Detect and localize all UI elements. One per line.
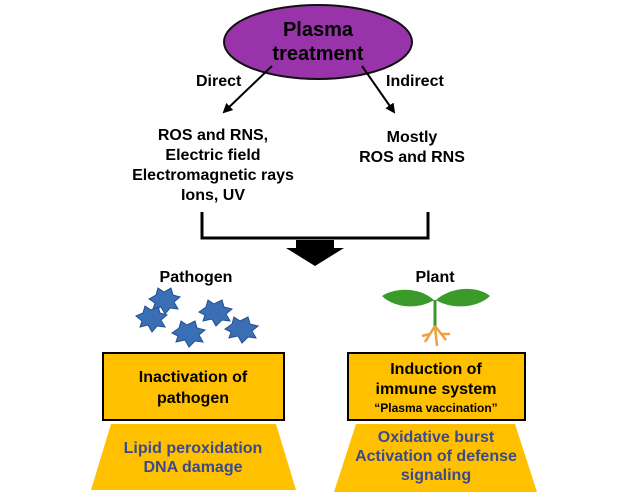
plasma-treatment-line1: Plasma [283,19,354,41]
plant-effect-1: Oxidative burst [378,429,495,446]
indirect-item-2: ROS and RNS [359,149,465,166]
pathogen-box-line1: Inactivation of [139,369,248,386]
merge-down-arrow [286,240,344,266]
indirect-label: Indirect [386,73,444,90]
pathogen-effects-trapezoid [91,424,296,490]
plant-outcome-box [347,352,526,421]
plant-box-line2: immune system [376,381,497,398]
left-leaf [382,289,434,307]
direct-item-1: ROS and RNS, [158,127,268,144]
right-leaf [436,288,490,307]
plant-box-line3: “Plasma vaccination” [374,401,497,415]
plasma-treatment-line2: treatment [272,43,363,65]
plant-effects-trapezoid [334,424,537,492]
pathogen-cell [148,287,182,315]
pathogen-outcome-box [102,352,285,421]
merge-bracket [200,212,430,240]
pathogen-cell [171,320,207,348]
plant-seedling-icon [382,288,490,347]
plant-effect-2: Activation of defense [355,448,517,465]
plant-effect-3: signaling [401,467,471,484]
indirect-item-1: Mostly [387,129,438,146]
plant-box-line1: Induction of [390,361,482,378]
pathogen-effect-2: DNA damage [144,459,243,476]
direct-arrow [222,65,273,114]
direct-item-4: Ions, UV [181,187,245,204]
direct-label: Direct [196,73,242,90]
pathogen-effect-1: Lipid peroxidation [124,440,263,457]
plasma-treatment-ellipse [223,4,413,80]
direct-item-2: Electric field [165,147,260,164]
direct-item-3: Electromagnetic rays [132,167,294,184]
pathogen-cells [135,287,260,348]
pathogen-title: Pathogen [160,269,233,286]
pathogen-cell [198,299,234,327]
plant-title: Plant [415,269,455,286]
indirect-arrow [361,65,396,114]
pathogen-cell [135,305,169,333]
roots [421,325,450,347]
pathogen-box-line2: pathogen [157,390,229,407]
pathogen-cell [224,316,260,344]
